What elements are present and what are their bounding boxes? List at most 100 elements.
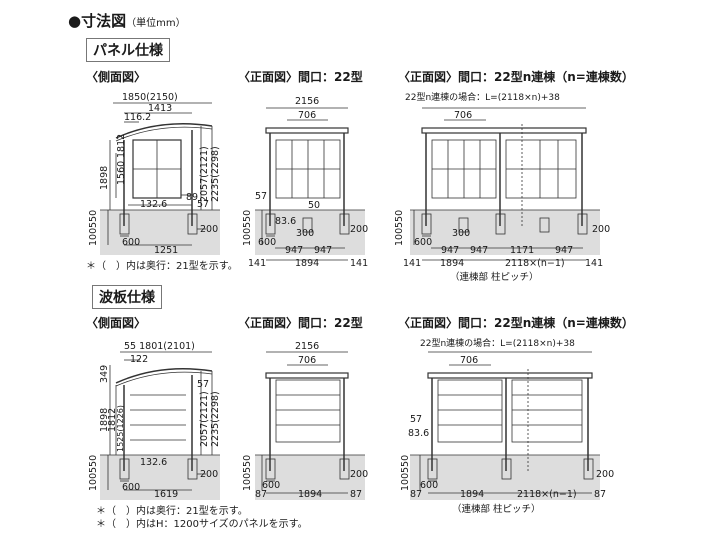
dim-label: 1413 [148, 103, 172, 114]
panel-note: ＊（ ）内は奥行：21型を示す。 [86, 261, 238, 272]
dim-label: 100 [242, 228, 253, 246]
dim-label: 600 [122, 482, 140, 493]
corrugated-side-view [100, 351, 220, 500]
dim-label: 1171 [510, 245, 534, 256]
dim-label: 2156 [295, 96, 319, 107]
dim-label: 2118×(n−1) [505, 258, 565, 269]
dim-label: 87 [410, 489, 422, 500]
dim-label: 300 [296, 228, 314, 239]
corrugated-note-1: ＊（ ）内は奥行：21型を示す。 [96, 506, 248, 517]
dim-label: 57 [255, 191, 267, 202]
panel-multi-view [410, 107, 600, 261]
dim-label: 600 [122, 237, 140, 248]
dim-label: 57 [197, 379, 209, 390]
dim-label: 1812 [107, 408, 118, 432]
corrugated-multi-view [410, 351, 600, 500]
dim-label: 1619 [154, 489, 178, 500]
pitch-note: （連棟部 柱ピッチ） [452, 503, 541, 515]
dim-label: 100 [88, 228, 99, 246]
dim-label: 50 [308, 200, 320, 211]
dim-label: 2057(2121) [199, 391, 210, 447]
dim-label: 1812 [116, 134, 127, 158]
panel-section-title: パネル仕様 [86, 38, 170, 62]
dim-label: 100 [400, 473, 411, 491]
dim-label: 122 [130, 354, 148, 365]
dim-label: 550 [88, 210, 99, 228]
corrugated-front-view [255, 351, 365, 500]
dim-label: 550 [394, 210, 405, 228]
dim-label: 132.6 [140, 457, 167, 468]
dim-label: 947 [555, 245, 573, 256]
dim-label: 200 [596, 469, 614, 480]
dim-label: 100 [88, 473, 99, 491]
dim-label: 300 [452, 228, 470, 239]
formula-label: 22型n連棟の場合：L=(2118×n)+38 [420, 337, 575, 349]
dim-label: 550 [242, 455, 253, 473]
corrugated-front-view-title: 〈正面図〉間口：22型 [238, 316, 363, 330]
panel-front-view-title: 〈正面図〉間口：22型 [238, 70, 363, 84]
dim-label: 706 [454, 110, 472, 121]
dim-label: 57 [410, 414, 422, 425]
dim-label: 2235(2298) [210, 391, 221, 447]
dim-label: 947 [470, 245, 488, 256]
dim-label: 141 [350, 258, 368, 269]
pitch-note: （連棟部 柱ピッチ） [450, 271, 539, 283]
dim-label: 706 [460, 355, 478, 366]
dim-label: 2118×(n−1) [517, 489, 577, 500]
dim-label: 200 [200, 224, 218, 235]
dim-label: 1850(2150) [122, 92, 178, 103]
panel-side-view [100, 102, 220, 255]
title-text: ●寸法図 [68, 12, 127, 30]
dim-label: 141 [585, 258, 603, 269]
dim-label: 100 [394, 228, 405, 246]
panel-side-view-title: 〈側面図〉 [86, 70, 147, 84]
panel-multi-view-title: 〈正面図〉間口：22型n連棟（n=連棟数） [398, 70, 634, 84]
ground-shade [255, 455, 365, 500]
ground-shade [410, 455, 600, 500]
dim-label: 200 [350, 224, 368, 235]
dim-label: 200 [350, 469, 368, 480]
dim-label: 550 [88, 455, 99, 473]
dim-label: 550 [242, 210, 253, 228]
dim-label: 600 [414, 237, 432, 248]
unit-label: （単位mm） [126, 18, 186, 29]
dim-label: 947 [441, 245, 459, 256]
dim-label: 1894 [440, 258, 464, 269]
dim-label: 83.6 [408, 428, 429, 439]
dim-label: 1525(1226) [116, 405, 125, 452]
ground-shade [255, 210, 365, 255]
dim-label: 89 [186, 192, 198, 203]
dim-label: 1894 [295, 258, 319, 269]
dim-label: 87 [350, 489, 362, 500]
dim-label: 116.2 [124, 112, 151, 123]
dim-label: 1898 [99, 166, 110, 190]
dim-label: 600 [258, 237, 276, 248]
dim-label: 83.6 [275, 216, 296, 227]
corrugated-section-title: 波板仕様 [92, 285, 162, 309]
dim-label: 100 [242, 473, 253, 491]
panel-front-view [255, 107, 365, 261]
dim-label: 1898 [99, 408, 110, 432]
dim-label: 87 [255, 489, 267, 500]
dim-label: 2235(2298) [210, 146, 221, 202]
dim-label: 1894 [460, 489, 484, 500]
corrugated-multi-view-title: 〈正面図〉間口：22型n連棟（n=連棟数） [398, 316, 634, 330]
dim-label: 1560 [116, 161, 127, 185]
dim-label: 600 [262, 480, 280, 491]
dim-label: 600 [420, 480, 438, 491]
dim-label: 200 [592, 224, 610, 235]
corrugated-note-2: ＊（ ）内はH：1200サイズのパネルを示す。 [96, 519, 308, 530]
dim-label: 141 [248, 258, 266, 269]
dim-label: 349 [99, 365, 110, 383]
dim-label: 141 [403, 258, 421, 269]
dim-label: 2156 [295, 341, 319, 352]
dim-label: 947 [285, 245, 303, 256]
corrugated-side-view-title: 〈側面図〉 [86, 316, 147, 330]
dim-label: 200 [200, 469, 218, 480]
dim-label: 1251 [154, 245, 178, 256]
dim-label: 706 [298, 355, 316, 366]
diagram-title: ●寸法図（単位mm） [68, 10, 186, 31]
dim-label: 1894 [298, 489, 322, 500]
dim-label: 550 [400, 455, 411, 473]
